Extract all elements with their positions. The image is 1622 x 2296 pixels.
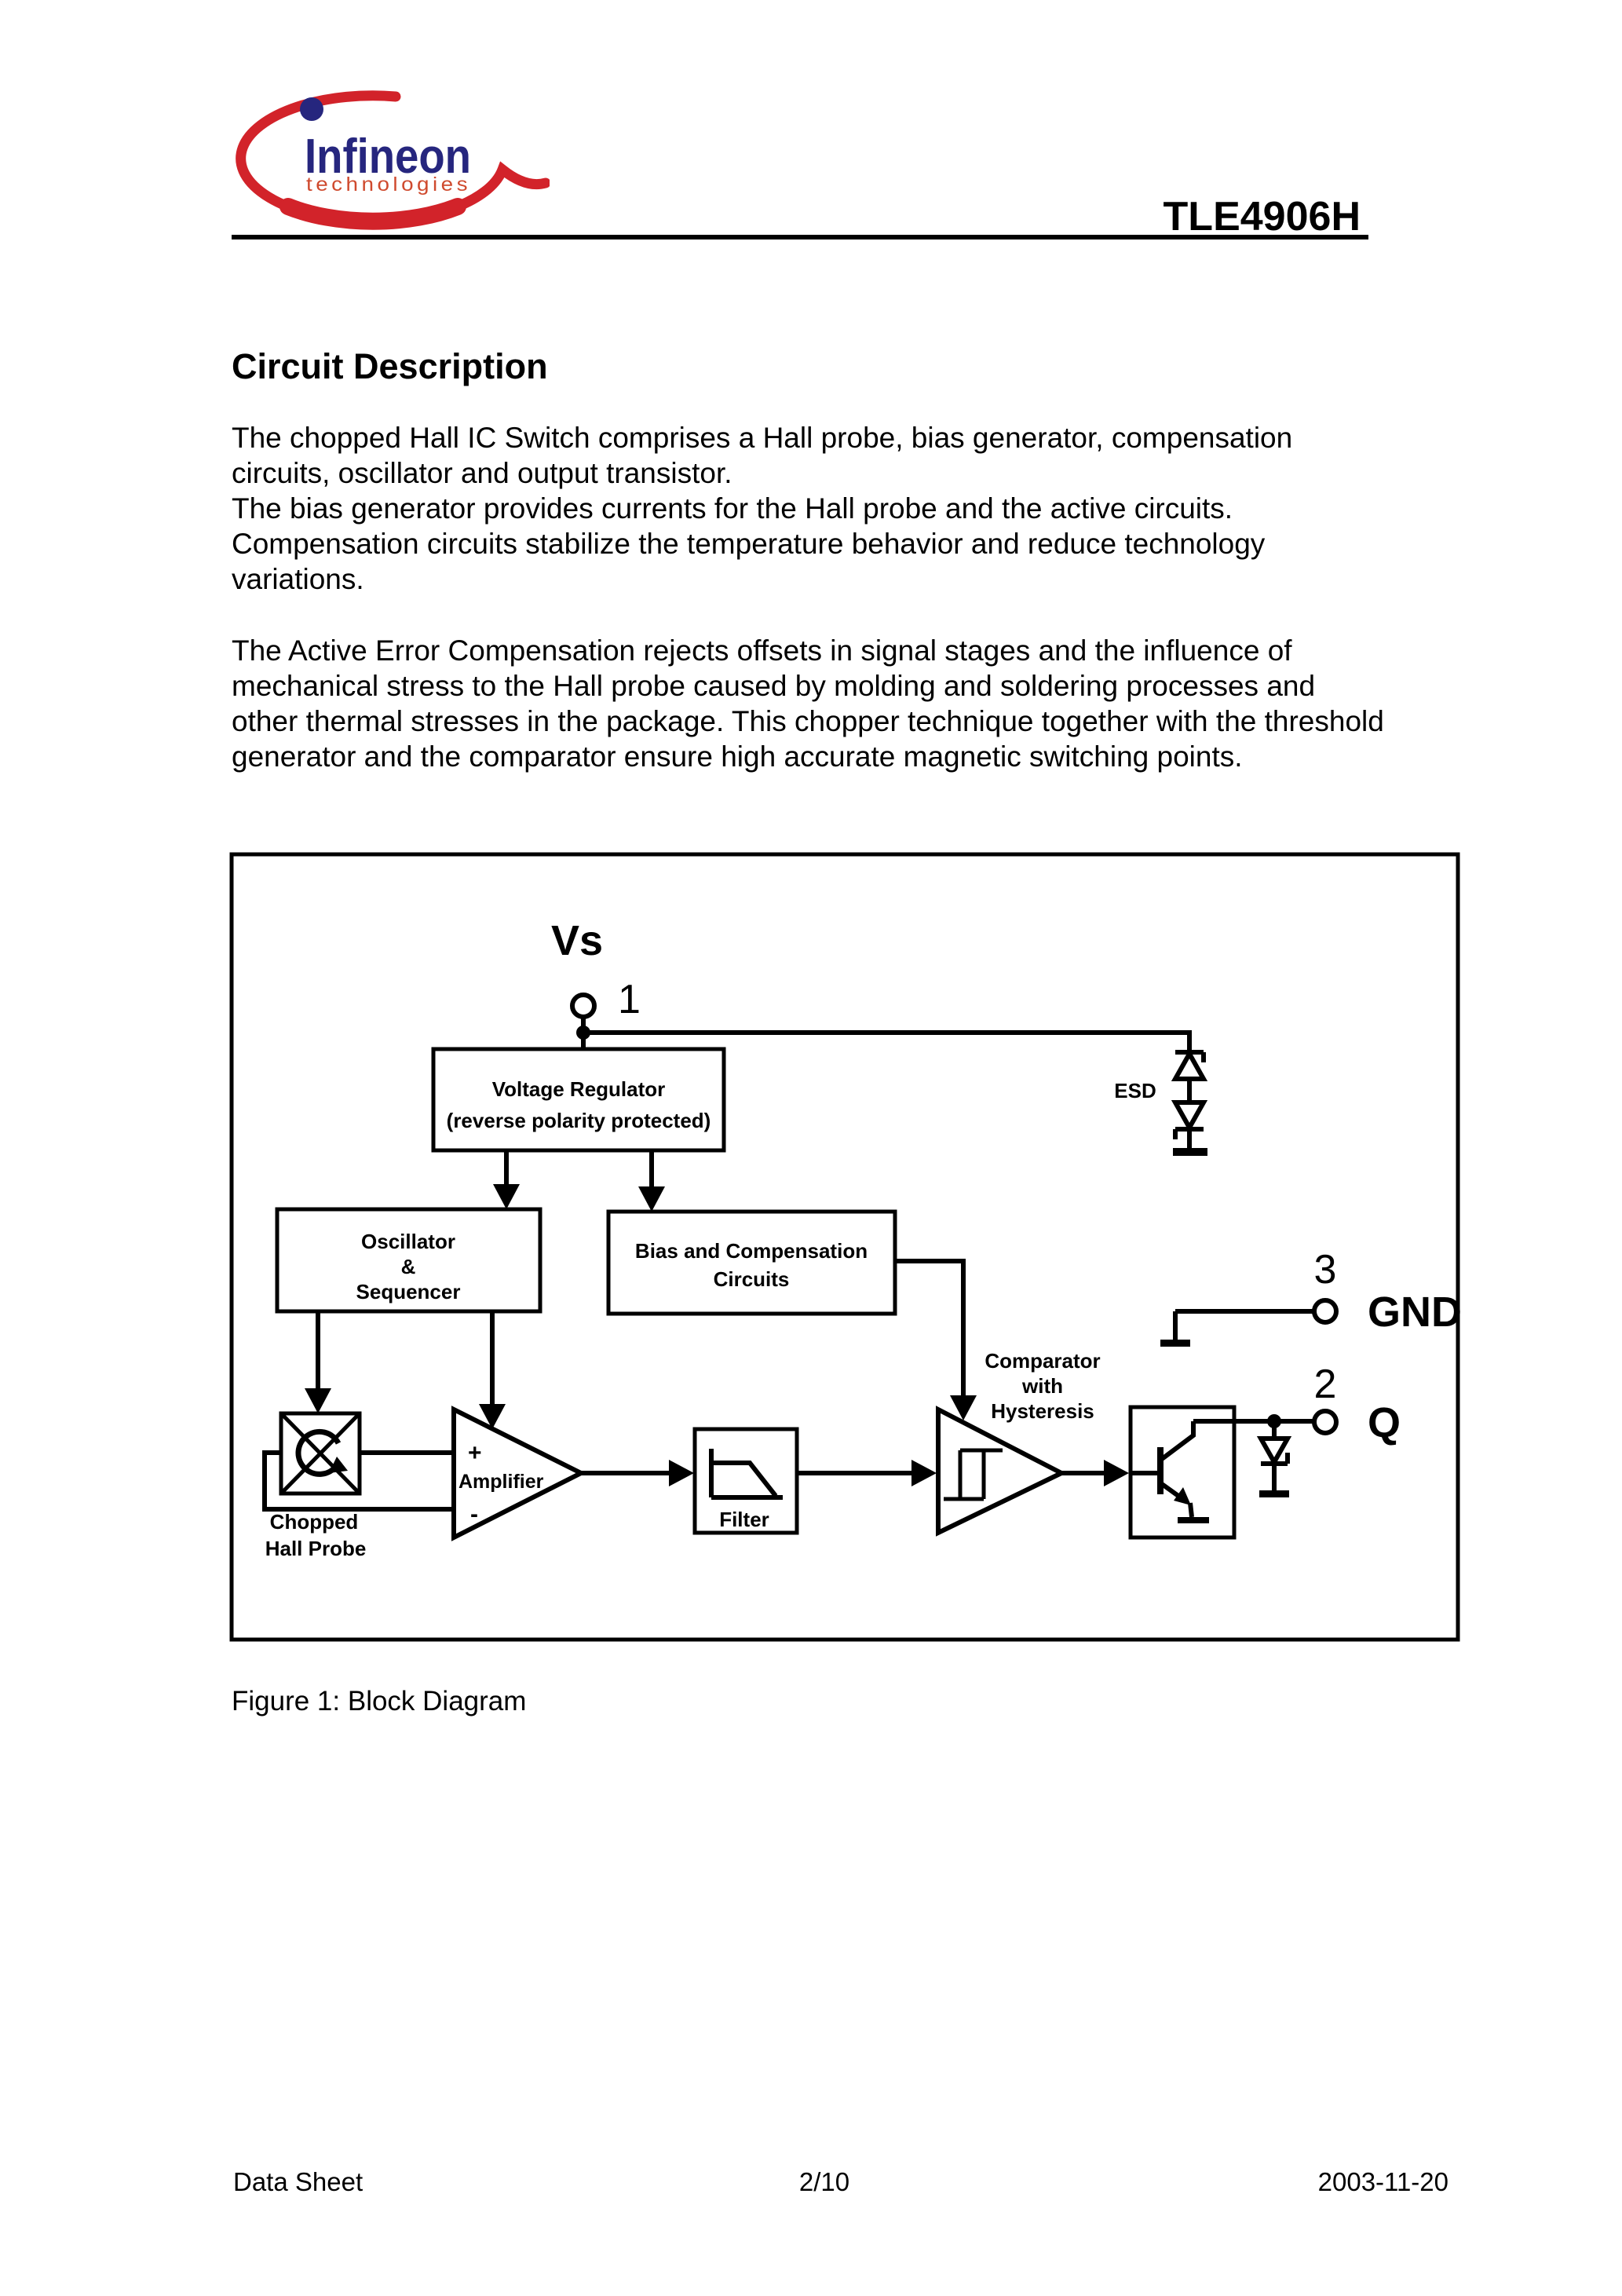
figure-border [229, 852, 1460, 1642]
bias-compensation-box [606, 1209, 897, 1316]
oscillator-box [275, 1207, 542, 1314]
filter-box [692, 1427, 799, 1535]
pin1-terminal [570, 993, 597, 1019]
hysteresis-icon [944, 1448, 1003, 1501]
npn-transistor-icon [1131, 1421, 1209, 1523]
comparator-label3: Hysteresis [991, 1399, 1094, 1423]
filter-label: Filter [719, 1508, 769, 1531]
esd-diodes-icon [1171, 1048, 1208, 1156]
pin1-number: 1 [618, 977, 641, 1022]
oscillator-label3: Sequencer [356, 1280, 461, 1303]
amplifier-minus: - [470, 1501, 478, 1527]
amplifier-label: Amplifier [458, 1471, 544, 1493]
pin2-number: 2 [1314, 1362, 1337, 1407]
paragraph-2: The Active Error Compensation rejects of… [232, 634, 1384, 773]
q-label: Q [1368, 1399, 1401, 1446]
pin3-terminal [1312, 1298, 1339, 1325]
comparator-label1: Comparator [985, 1349, 1100, 1373]
logo-brand-text: Infineon [305, 130, 471, 184]
vs-label: Vs [551, 917, 603, 964]
infineon-logo: Infineon technologies [236, 90, 550, 230]
comparator-triangle [936, 1406, 1067, 1537]
hall-probe-label2: Hall Probe [265, 1537, 367, 1560]
oscillator-label2: & [401, 1255, 416, 1278]
header-rule [232, 235, 1368, 239]
footer-date: 2003-11-20 [1317, 2167, 1448, 2196]
filter-to-comparator-arrowhead [911, 1460, 937, 1486]
figure-caption: Figure 1: Block Diagram [232, 1686, 527, 1717]
oscillator-label1: Oscillator [361, 1230, 455, 1253]
footer-page-number: 2/10 [798, 2167, 850, 2196]
logo-dot [300, 97, 323, 121]
voltage-regulator-label1: Voltage Regulator [492, 1077, 666, 1101]
pin3-number: 3 [1314, 1247, 1337, 1292]
hall-probe-icon [279, 1411, 362, 1496]
amplifier-plus: + [468, 1440, 482, 1466]
comparator-label2: with [1021, 1374, 1063, 1398]
oscillator-output-arrows [305, 1311, 506, 1429]
hall-probe-label1: Chopped [270, 1510, 359, 1534]
comparator-to-output-arrowhead [1104, 1460, 1129, 1486]
bias-to-comparator-arrowhead [950, 1395, 977, 1420]
bias-label1: Bias and Compensation [635, 1239, 868, 1263]
voltage-regulator-label2: (reverse polarity protected) [447, 1109, 711, 1132]
output-zener-icon [1256, 1421, 1292, 1497]
bias-to-comparator-wire [895, 1259, 966, 1398]
logo-swoosh-thick [279, 198, 466, 230]
vs-to-esd-wire [583, 1030, 1192, 1052]
bias-label2: Circuits [714, 1267, 790, 1291]
regulator-output-arrows [493, 1150, 665, 1212]
gnd-label: GND [1368, 1289, 1462, 1336]
esd-label: ESD [1114, 1079, 1156, 1102]
filter-response-icon [709, 1449, 783, 1500]
voltage-regulator-box [431, 1047, 726, 1153]
section-heading: Circuit Description [232, 346, 548, 386]
footer-document-type: Data Sheet [233, 2167, 363, 2196]
pin2-terminal [1312, 1409, 1339, 1435]
paragraph-1: The chopped Hall IC Switch comprises a H… [232, 422, 1293, 595]
logo-brand-subtext: technologies [306, 174, 471, 196]
block-diagram-figure: Vs 1 ESD Voltage Regulator (reverse pola… [229, 852, 1462, 1642]
hall-to-amp-minus-wire [262, 1450, 454, 1512]
document-title: TLE4906H [1163, 194, 1361, 239]
gnd-wire-and-ground-icon [1160, 1309, 1314, 1347]
amplifier-triangle [451, 1406, 586, 1541]
amp-to-filter-arrowhead [669, 1460, 694, 1486]
